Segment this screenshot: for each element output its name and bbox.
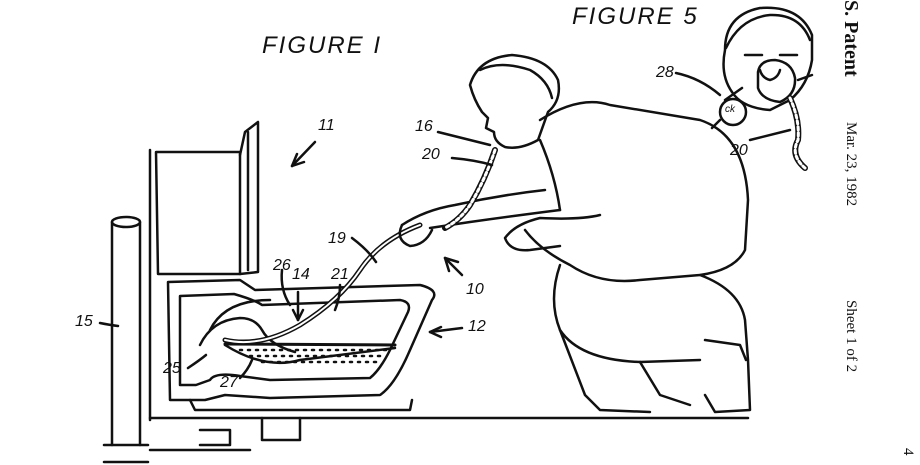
leader-19 (350, 236, 378, 264)
leader-15 (98, 321, 120, 328)
ref-21: 21 (331, 266, 349, 283)
patent-date: Mar. 23, 1982 (843, 122, 859, 207)
hose (222, 222, 423, 345)
ref-10: 10 (466, 281, 484, 298)
ref-11: 11 (318, 117, 335, 134)
leader-20a (450, 156, 494, 167)
ref-14: 14 (292, 266, 310, 283)
leader-26 (280, 268, 292, 307)
ref-15: 15 (75, 313, 93, 330)
ref-25: 25 (163, 360, 181, 377)
hose-mouthpiece (442, 147, 498, 231)
leader-11 (290, 140, 317, 168)
ref-28: 28 (656, 64, 674, 81)
leader-27 (238, 358, 254, 380)
ref-16: 16 (415, 118, 433, 135)
vent-pipe (102, 215, 150, 464)
figure1-title: FIGURE I (262, 32, 383, 59)
valve-label: ck (725, 104, 735, 115)
kneeling-man (398, 53, 752, 414)
ref-19: 19 (328, 230, 346, 247)
ref-12: 12 (468, 318, 486, 335)
ref-20: 20 (422, 146, 440, 163)
ref-27: 27 (220, 374, 238, 391)
page-number: 4 (900, 448, 916, 456)
ref-26: 26 (273, 257, 291, 274)
leader-21 (333, 283, 342, 312)
sheet-number: Sheet 1 of 2 (843, 300, 859, 373)
leader-10 (443, 256, 464, 277)
leader-25 (186, 353, 208, 370)
leader-16 (436, 130, 492, 147)
figure5-masked-man (674, 6, 814, 171)
figure5-title: FIGURE 5 (572, 3, 699, 30)
ref-20-figure5: 20 (730, 142, 748, 159)
toilet-tank (154, 120, 260, 276)
toilet-bowl-cross-section (148, 278, 436, 452)
leader-12 (428, 326, 464, 334)
patent-label: S. Patent (840, 0, 862, 77)
